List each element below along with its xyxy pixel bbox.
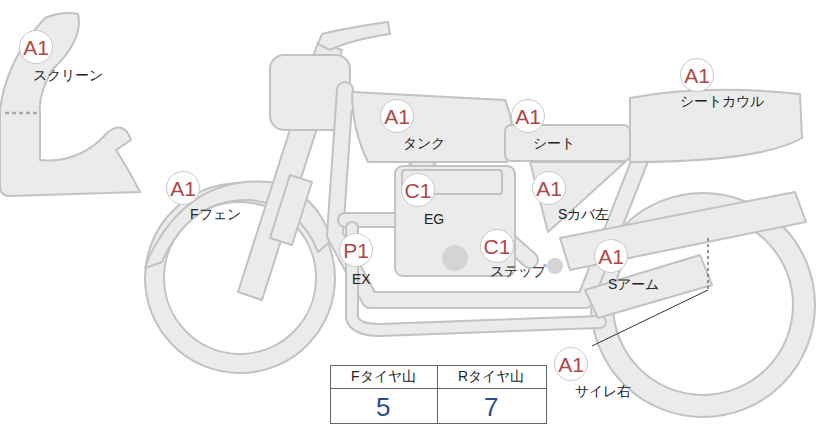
callout-number: C1 [480,229,514,263]
callout-number: A1 [166,171,200,205]
table-header: Rタイヤ山 [458,369,524,384]
callout-number: A1 [380,99,414,133]
frame [335,90,640,300]
seat-cowl [630,90,802,162]
callout-number: A1 [511,99,545,133]
callout: A1Sカバ左 [532,171,566,205]
callout-number: A1 [680,58,714,92]
part-name: EG [424,211,444,228]
handlebar [318,22,390,50]
engine [395,166,515,276]
callout: A1Fフェン [166,171,200,205]
callout: A1Sアーム [594,239,628,273]
callout: C1EG [401,173,435,207]
callout: A1スクリーン [19,30,53,64]
part-name: サイレ右 [575,383,631,400]
part-name: タンク [403,135,445,152]
callout-number: A1 [532,171,566,205]
part-name: ステップ [490,263,546,280]
callout: A1サイレ右 [554,347,588,381]
part-name: EX [352,271,371,288]
callout-number: A1 [594,239,628,273]
callout-number: P1 [339,233,373,267]
callout: C1ステップ [480,229,514,263]
engine-cover [442,245,468,271]
leader-dashed [708,238,709,290]
callout: A1シートカウル [680,58,714,92]
fork-cover [270,175,312,245]
leader-line [592,290,708,346]
callout: A1シート [511,99,545,133]
side-cover [530,162,625,232]
part-name: スクリーン [33,67,103,84]
table-value: 7 [484,393,498,422]
dashed-mark [5,112,38,115]
callout: A1タンク [380,99,414,133]
part-name: シート [533,135,575,152]
part-name: Sアーム [608,276,659,293]
callout-number: A1 [554,347,588,381]
part-name: Fフェン [190,206,241,223]
callout-number: A1 [19,30,53,64]
fuel-tank [352,92,512,162]
footpeg [547,258,563,274]
table-rule [437,365,438,424]
table-border [331,366,547,424]
table-value: 5 [376,393,390,422]
callout-number: C1 [401,173,435,207]
table-header: Fタイヤ山 [351,369,416,384]
part-name: シートカウル [680,93,764,110]
frame-outline [335,90,640,300]
part-name: Sカバ左 [558,206,609,223]
screen-fairing [0,13,140,196]
callout: P1EX [339,233,373,267]
